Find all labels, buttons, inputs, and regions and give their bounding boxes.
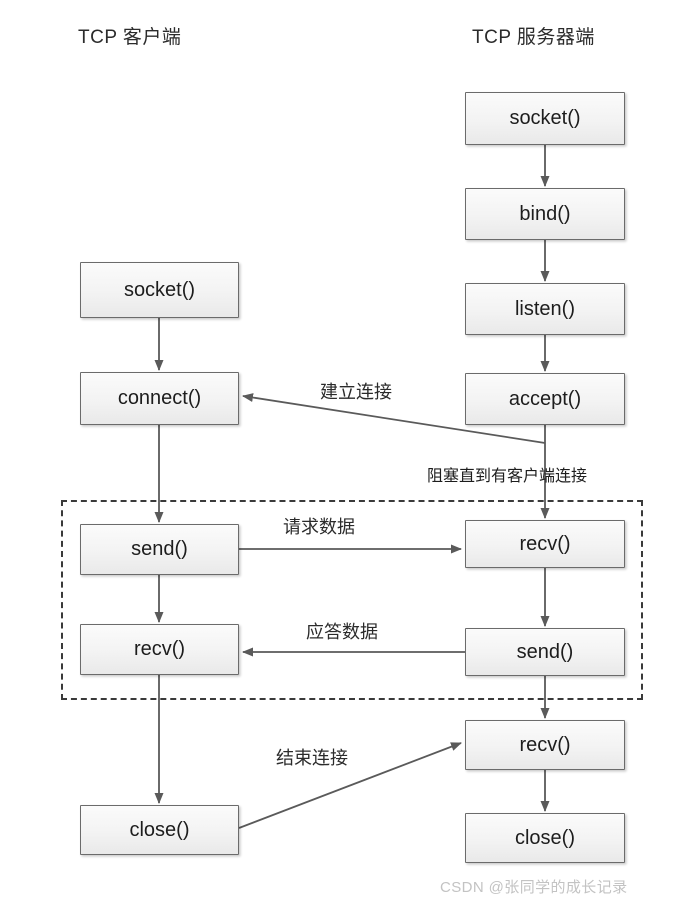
node-client-recv[interactable]: recv() <box>80 624 239 675</box>
node-label: recv() <box>519 532 571 555</box>
node-client-send[interactable]: send() <box>80 524 239 575</box>
node-label: recv() <box>133 638 186 660</box>
server-column-title: TCP 服务器端 <box>472 27 595 48</box>
note-blocking-note: 阻塞直到有客户端连接 <box>427 468 588 485</box>
node-label: close() <box>129 818 190 841</box>
node-server-socket[interactable]: socket() <box>465 92 625 145</box>
arrow-close-to-recv-finish <box>238 742 462 829</box>
node-label: bind() <box>519 202 571 225</box>
node-client-close[interactable]: close() <box>80 805 239 855</box>
node-label: recv() <box>519 733 571 756</box>
data-exchange-loop-region <box>61 500 643 700</box>
node-client-connect[interactable]: connect() <box>80 372 239 425</box>
node-server-listen[interactable]: listen() <box>465 283 625 335</box>
node-client-socket[interactable]: socket() <box>80 262 239 318</box>
node-label: send() <box>131 538 188 560</box>
edge-label-close-connection: 结束连接 <box>276 748 348 768</box>
edge-label-request-data: 请求数据 <box>283 517 355 537</box>
node-label: socket() <box>509 107 581 129</box>
node-server-bind[interactable]: bind() <box>465 188 625 240</box>
node-label: socket() <box>123 278 196 301</box>
node-server-recv-1[interactable]: recv() <box>465 520 625 568</box>
client-column-title: TCP 客户端 <box>78 27 182 48</box>
edge-label-establish-connection: 建立连接 <box>320 382 392 402</box>
node-label: accept() <box>508 387 582 410</box>
csdn-watermark: CSDN @张同学的成长记录 <box>440 879 628 896</box>
node-server-recv-2[interactable]: recv() <box>465 720 625 770</box>
node-server-close[interactable]: close() <box>465 813 625 863</box>
node-label: send() <box>516 640 574 663</box>
node-server-send[interactable]: send() <box>465 628 625 676</box>
node-label: close() <box>514 826 575 849</box>
edge-label-response-data: 应答数据 <box>306 622 378 642</box>
node-label: listen() <box>514 297 575 320</box>
node-server-accept[interactable]: accept() <box>465 373 625 425</box>
node-label: connect() <box>117 387 202 409</box>
